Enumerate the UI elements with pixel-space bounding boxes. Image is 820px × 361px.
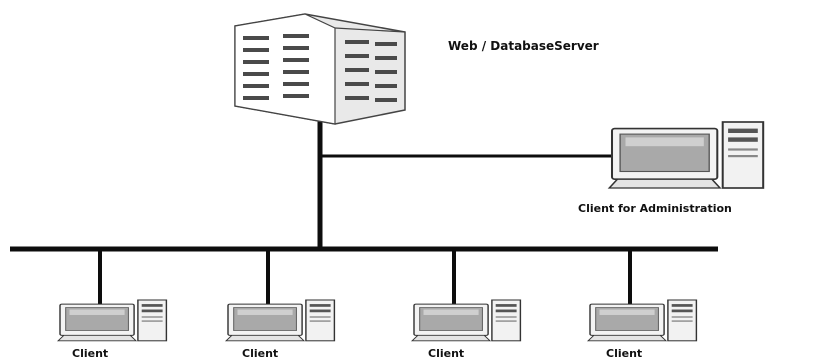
client-label-1: Client [72, 347, 108, 360]
admin-client-label: Client for Administration [578, 202, 732, 215]
client-desktop-computer-icon-2 [225, 299, 336, 342]
client-desktop-computer-icon-4 [587, 299, 698, 342]
client-desktop-computer-icon-3 [411, 299, 522, 342]
client-desktop-computer-icon-1 [57, 299, 168, 342]
server-tower-icon [234, 13, 406, 125]
server-label: Web / DatabaseServer [448, 39, 599, 53]
network-cables [10, 108, 718, 304]
admin-desktop-computer-icon [608, 120, 765, 190]
client-label-3: Client [428, 347, 464, 360]
client-label-4: Client [606, 347, 642, 360]
client-label-2: Client [242, 347, 278, 360]
